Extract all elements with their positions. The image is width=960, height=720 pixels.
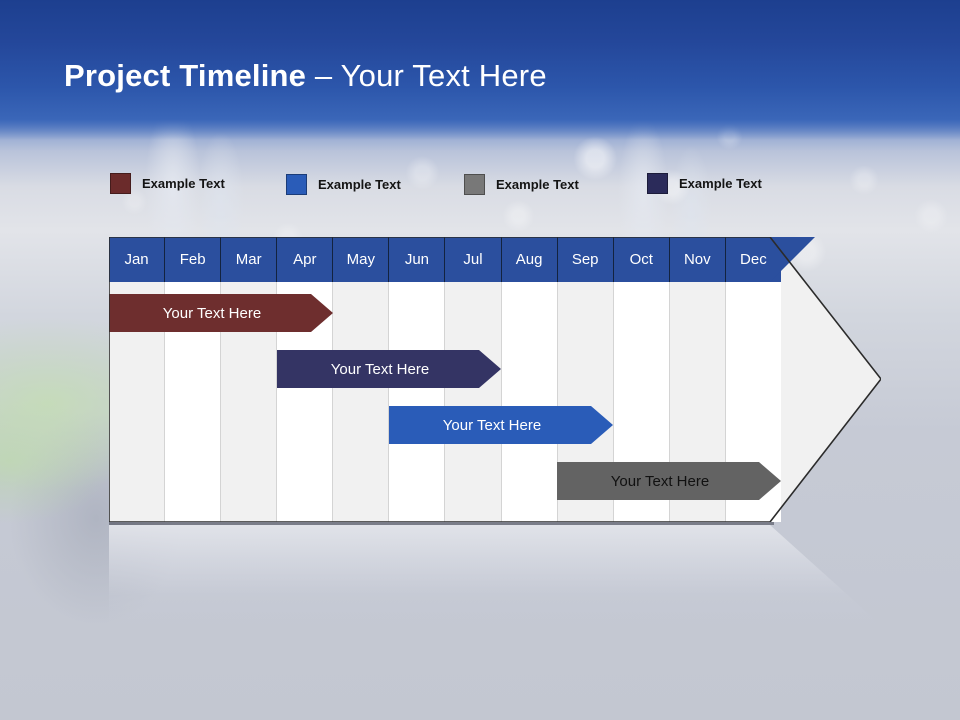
legend-swatch-icon bbox=[464, 174, 485, 195]
month-header-jan[interactable]: Jan bbox=[109, 237, 166, 282]
month-header-may[interactable]: May bbox=[333, 237, 390, 282]
month-header-sep[interactable]: Sep bbox=[557, 237, 614, 282]
legend: Example Text Example Text Example Text Exam… bbox=[110, 170, 810, 195]
month-header-feb[interactable]: Feb bbox=[165, 237, 222, 282]
task-bar-label: Your Text Here bbox=[610, 472, 710, 490]
task-bar-label: Your Text Here bbox=[442, 416, 542, 434]
legend-item-label: Example Text bbox=[679, 176, 762, 191]
month-header-apr[interactable]: Apr bbox=[277, 237, 334, 282]
month-column-jul bbox=[445, 282, 502, 522]
legend-item-label: Example Text bbox=[142, 176, 225, 191]
page-title-strong: Project Timeline bbox=[64, 58, 307, 93]
legend-item-4[interactable]: Example Text bbox=[647, 173, 762, 194]
page-title: Project Timeline – Your Text Here bbox=[64, 58, 547, 94]
legend-swatch-icon bbox=[110, 173, 131, 194]
task-bar-4[interactable]: Your Text Here bbox=[557, 462, 781, 500]
title-banner: Project Timeline – Your Text Here bbox=[0, 0, 960, 140]
month-header-nov[interactable]: Nov bbox=[669, 237, 726, 282]
month-header-jul[interactable]: Jul bbox=[445, 237, 502, 282]
legend-item-1[interactable]: Example Text bbox=[110, 173, 225, 194]
legend-item-3[interactable]: Example Text bbox=[464, 174, 579, 195]
task-bar-2[interactable]: Your Text Here bbox=[277, 350, 501, 388]
legend-item-label: Example Text bbox=[496, 177, 579, 192]
legend-item-label: Example Text bbox=[318, 177, 401, 192]
month-header-jun[interactable]: Jun bbox=[389, 237, 446, 282]
legend-swatch-icon bbox=[286, 174, 307, 195]
month-column-jun bbox=[389, 282, 446, 522]
chart-bottom-edge bbox=[109, 522, 774, 525]
legend-swatch-icon bbox=[647, 173, 668, 194]
month-column-may bbox=[333, 282, 390, 522]
month-header-oct[interactable]: Oct bbox=[613, 237, 670, 282]
task-bar-3[interactable]: Your Text Here bbox=[389, 406, 613, 444]
task-bar-label: Your Text Here bbox=[162, 304, 262, 322]
legend-item-2[interactable]: Example Text bbox=[286, 174, 401, 195]
month-header-mar[interactable]: Mar bbox=[221, 237, 278, 282]
month-column-aug bbox=[501, 282, 558, 522]
task-bar-1[interactable]: Your Text Here bbox=[109, 294, 333, 332]
month-header-aug[interactable]: Aug bbox=[501, 237, 558, 282]
page-title-light: – Your Text Here bbox=[306, 58, 547, 93]
chart-reflection bbox=[109, 525, 881, 625]
task-bar-label: Your Text Here bbox=[330, 360, 430, 378]
